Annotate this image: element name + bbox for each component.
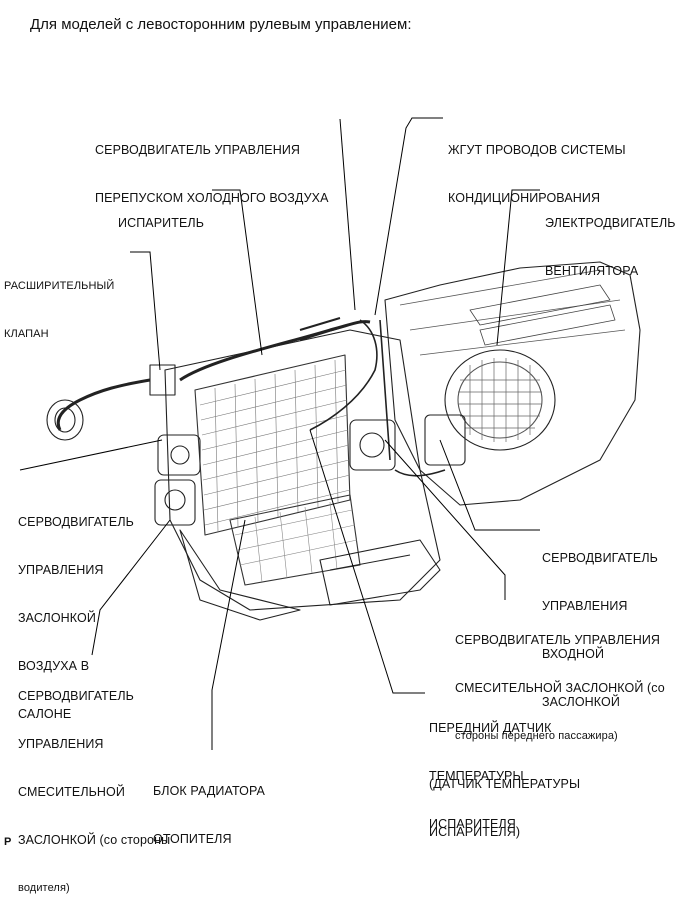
label-line: СМЕСИТЕЛЬНОЙ ЗАСЛОНКОЙ (со — [455, 681, 665, 695]
label-line: (ДАТЧИК ТЕМПЕРАТУРЫ — [429, 777, 581, 791]
label-cabin-air-servo: СЕРВОДВИГАТЕЛЬ УПРАВЛЕНИЯ ЗАСЛОНКОЙ ВОЗД… — [18, 482, 134, 738]
label-line: УПРАВЛЕНИЯ — [18, 563, 104, 577]
label-blower-motor: ЭЛЕКТРОДВИГАТЕЛЬ ВЕНТИЛЯТОРА — [545, 183, 676, 295]
label-evap-temp-sensor-alt: (ДАТЧИК ТЕМПЕРАТУРЫ ИСПАРИТЕЛЯ) — [429, 744, 580, 856]
blower-fan — [444, 349, 556, 451]
label-cold-bypass-servo: СЕРВОДВИГАТЕЛЬ УПРАВЛЕНИЯ ПЕРЕПУСКОМ ХОЛ… — [95, 110, 329, 222]
label-line: ЗАСЛОНКОЙ (со стороны — [18, 833, 171, 847]
label-ac-harness: ЖГУТ ПРОВОДОВ СИСТЕМЫ КОНДИЦИОНИРОВАНИЯ — [448, 110, 626, 222]
label-line: СЕРВОДВИГАТЕЛЬ — [18, 689, 134, 703]
label-line: ВЕНТИЛЯТОРА — [545, 264, 639, 278]
label-line: водителя) — [18, 882, 70, 894]
label-line: ОТОПИТЕЛЯ — [153, 832, 232, 846]
servo-cabin-air — [157, 434, 201, 476]
label-line: ТЕМПЕРАТУРЫ — [429, 769, 524, 783]
label-line: СМЕСИТЕЛЬНОЙ — [18, 785, 125, 799]
label-line: ПЕРЕПУСКОМ ХОЛОДНОГО ВОЗДУХА — [95, 191, 329, 205]
corner-mark: P — [4, 836, 12, 848]
label-line: РАСШИРИТЕЛЬНЫЙ — [4, 280, 115, 292]
label-expansion-valve: РАСШИРИТЕЛЬНЫЙ КЛАПАН — [4, 246, 114, 358]
servo-mix-passenger — [349, 419, 396, 471]
label-line: ИСПАРИТЕЛЬ — [118, 216, 205, 230]
label-mix-servo-driver: СЕРВОДВИГАТЕЛЬ УПРАВЛЕНИЯ СМЕСИТЕЛЬНОЙ З… — [18, 656, 170, 912]
label-line: ИСПАРИТЕЛЯ — [429, 817, 516, 831]
label-line: СЕРВОДВИГАТЕЛЬ — [542, 551, 658, 565]
refrigerant-pipes — [179, 320, 371, 382]
heater-core-grid — [229, 494, 361, 586]
label-line: БЛОК РАДИАТОРА — [153, 784, 265, 798]
label-line: СЕРВОДВИГАТЕЛЬ УПРАВЛЕНИЯ — [455, 633, 661, 647]
label-heater-core: БЛОК РАДИАТОРА ОТОПИТЕЛЯ — [153, 751, 265, 863]
evaporator-core — [194, 354, 351, 536]
label-line: САЛОНЕ — [18, 707, 72, 721]
label-line: стороны переднего пассажира) — [455, 730, 618, 742]
label-line: КОНДИЦИОНИРОВАНИЯ — [448, 191, 601, 205]
label-mix-servo-passenger: СЕРВОДВИГАТЕЛЬ УПРАВЛЕНИЯ СМЕСИТЕЛЬНОЙ З… — [455, 600, 665, 760]
label-line: ЗАСЛОНКОЙ — [18, 611, 96, 625]
label-line: ЭЛЕКТРОДВИГАТЕЛЬ — [545, 216, 676, 230]
label-line: КЛАПАН — [4, 328, 49, 340]
label-line: ВОЗДУХА В — [18, 659, 90, 673]
label-line: СЕРВОДВИГАТЕЛЬ УПРАВЛЕНИЯ — [95, 143, 301, 157]
blower-housing — [384, 261, 641, 506]
harness — [309, 319, 446, 477]
label-evap-temp-sensor: ПЕРЕДНИЙ ДАТЧИК ТЕМПЕРАТУРЫ ИСПАРИТЕЛЯ — [429, 688, 552, 848]
label-line: ЗАСЛОНКОЙ — [542, 695, 620, 709]
label-inlet-servo: СЕРВОДВИГАТЕЛЬ УПРАВЛЕНИЯ ВХОДНОЙ ЗАСЛОН… — [542, 518, 658, 726]
label-line: СЕРВОДВИГАТЕЛЬ — [18, 515, 134, 529]
label-evaporator: ИСПАРИТЕЛЬ — [118, 183, 204, 247]
label-line: УПРАВЛЕНИЯ — [18, 737, 104, 751]
label-line: ИСПАРИТЕЛЯ) — [429, 825, 521, 839]
page-header: Для моделей с левосторонним рулевым упра… — [30, 16, 412, 33]
label-line: ЖГУТ ПРОВОДОВ СИСТЕМЫ — [448, 143, 626, 157]
label-line: ПЕРЕДНИЙ ДАТЧИК — [429, 721, 552, 735]
hvac-unit-drawing — [19, 117, 641, 750]
servo-inlet — [424, 414, 466, 466]
label-line: УПРАВЛЕНИЯ — [542, 599, 628, 613]
main-housing — [164, 329, 441, 611]
servo-mix-driver — [154, 479, 196, 526]
label-line: ВХОДНОЙ — [542, 647, 605, 661]
